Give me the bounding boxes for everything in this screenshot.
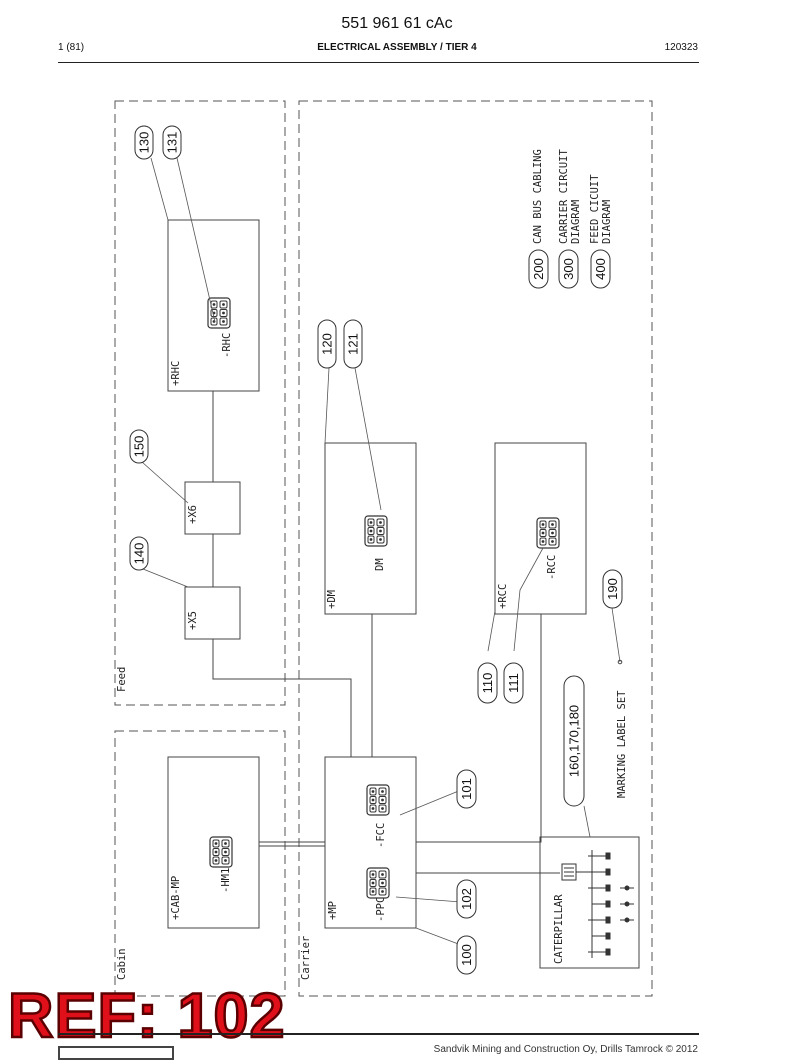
zone-label-feed: Feed <box>116 667 128 692</box>
svg-text:400: 400 <box>593 258 608 280</box>
legend-can-bus: CAN BUS CABLING <box>532 149 544 244</box>
svg-text:300: 300 <box>561 258 576 280</box>
cab-mp-label: +CAB-MP <box>170 876 182 920</box>
svg-text:120: 120 <box>320 333 335 355</box>
legend-carrier-circuit-1: CARRIER CIRCUIT <box>558 148 570 244</box>
callout-leaders <box>141 157 621 946</box>
svg-text:131: 131 <box>165 132 180 154</box>
callout-131: 131 <box>162 125 182 160</box>
zone-label-cabin: Cabin <box>116 948 128 980</box>
reference-stamp: REF: 102 <box>7 981 286 1051</box>
rcc-box-label: +RCC <box>497 584 509 609</box>
caterpillar-box <box>539 836 640 969</box>
header-divider <box>58 62 699 63</box>
fcc-module-icon <box>366 784 390 816</box>
hm1-module-icon <box>209 836 233 868</box>
callout-160-170-180: 160,170,180 <box>563 675 585 807</box>
dm-box <box>324 442 417 615</box>
callout-200: 200 <box>528 249 549 289</box>
caterpillar-label: CATERPILLAR <box>553 894 565 964</box>
svg-text:190: 190 <box>605 578 620 600</box>
footer-copyright: Sandvik Mining and Construction Oy, Dril… <box>433 1044 698 1055</box>
rhc-module-icon <box>207 297 231 329</box>
svg-text:110: 110 <box>480 673 495 694</box>
ppc-module-icon <box>366 867 390 899</box>
page-indicator: 1 (81) <box>58 42 85 53</box>
svg-text:111: 111 <box>506 673 521 693</box>
callout-130: 130 <box>134 125 154 160</box>
svg-text:101: 101 <box>459 778 474 800</box>
marking-label-set-dot <box>617 659 623 665</box>
callout-140: 140 <box>129 536 149 571</box>
legend-feed-circuit-1: FEED CICUIT <box>589 174 601 244</box>
svg-text:121: 121 <box>346 333 361 355</box>
document-number: 551 961 61 cAc <box>341 15 453 32</box>
legend-carrier-circuit-2: DIAGRAM <box>570 200 582 244</box>
hm1-label: -HM1 <box>220 868 232 893</box>
callout-121: 121 <box>343 319 363 369</box>
legend-marking-label-set: MARKING LABEL SET <box>616 690 628 798</box>
svg-text:140: 140 <box>132 543 147 565</box>
callout-190: 190 <box>602 569 623 609</box>
callout-120: 120 <box>317 319 337 369</box>
svg-text:102: 102 <box>459 888 474 910</box>
svg-text:200: 200 <box>531 258 546 280</box>
callout-101: 101 <box>456 769 477 809</box>
callout-400: 400 <box>590 249 611 289</box>
dm-module-icon <box>364 515 388 547</box>
rcc-module-label: -RCC <box>546 555 558 580</box>
callout-102: 102 <box>456 879 477 919</box>
x6-label: +X6 <box>187 505 199 524</box>
callout-300: 300 <box>558 249 579 289</box>
rcc-module-icon <box>536 517 560 549</box>
mp-label: +MP <box>327 901 339 920</box>
rhc-module-label: -RHC <box>221 333 233 358</box>
callout-100: 100 <box>456 935 477 975</box>
sandvik-logo <box>58 1046 174 1060</box>
callout-110: 110 <box>477 662 498 704</box>
svg-text:130: 130 <box>137 132 152 154</box>
rhc-box-label: +RHC <box>170 361 182 386</box>
ppc-label: -PPC <box>375 897 387 922</box>
footer-divider <box>58 1033 699 1035</box>
page-title: ELECTRICAL ASSEMBLY / TIER 4 <box>317 42 477 53</box>
date-code: 120323 <box>664 42 698 53</box>
dm-box-label: +DM <box>326 590 338 609</box>
svg-text:150: 150 <box>132 436 147 458</box>
cabin-zone-frame <box>114 730 286 997</box>
svg-text:100: 100 <box>459 944 474 966</box>
caterpillar-harness-icon <box>561 850 634 958</box>
carrier-zone-frame <box>298 100 653 997</box>
svg-text:160,170,180: 160,170,180 <box>567 705 582 777</box>
dm-module-label: DM <box>374 558 386 571</box>
x5-label: +X5 <box>187 611 199 630</box>
callout-150: 150 <box>129 429 149 464</box>
feed-zone-frame <box>114 100 286 706</box>
fcc-label: -FCC <box>375 823 387 848</box>
wiring <box>212 391 560 874</box>
callout-111: 111 <box>503 662 524 704</box>
zone-label-carrier: Carrier <box>300 936 312 980</box>
legend-feed-circuit-2: DIAGRAM <box>601 200 613 244</box>
